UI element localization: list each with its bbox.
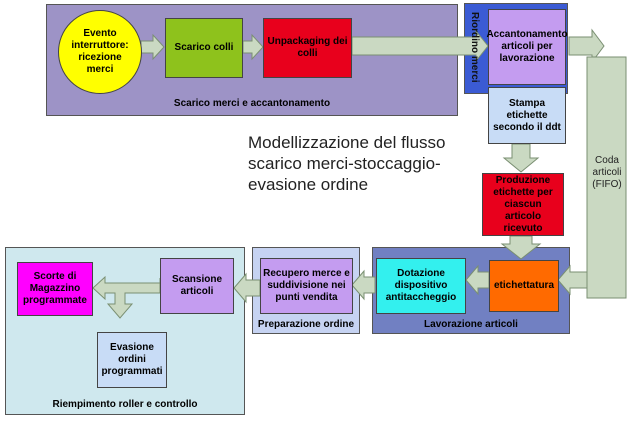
arrow-labelling-antitheft [465,264,490,296]
arrow-antitheft-recovery [351,269,376,301]
recovery-node: Recupero merce e suddivisione nei punti … [260,258,353,314]
antitheft-node: Dotazione dispositivo antitaccheggio [376,258,466,314]
storage-node-label: Accantonamento articoli per lavorazione [486,29,568,64]
stock-node: Scorte di Magazzino programmate [17,262,93,316]
unpack-node-label: Unpackaging dei colli [267,36,348,59]
dispatch-node-label: Evasione ordini programmati [101,342,163,377]
reorder-panel-label: Riordino merci [469,12,480,83]
unload-node-label: Scarico colli [174,42,234,53]
stock-node-label: Scorte di Magazzino programmate [23,271,87,306]
unloading-panel-label: Scarico merci e accantonamento [173,98,331,109]
arrow-unpack-reorder [351,29,489,63]
scan-node: Scansione articoli [160,258,234,314]
diagram-title: Modellizzazione del flusso scarico merci… [248,133,446,194]
queue-node-label: Coda articoli (FIFO) [592,155,622,190]
preparation-panel-label: Preparazione ordine [257,319,355,330]
print-labels-node-label: Stampa etichette secondo il ddt [493,97,561,133]
unload-node: Scarico colli [165,18,243,78]
arrow-queue-labelling [557,264,588,296]
produce-labels-node-label: Produzione etichette per ciascun articol… [493,174,553,234]
dispatch-node: Evasione ordini programmati [97,332,167,388]
arrow-storage-queue [568,28,605,64]
antitheft-node-label: Dotazione dispositivo antitaccheggio [385,268,457,303]
event-node-label: Evento interruttore: ricezione merci [71,28,129,75]
arrow-recovery-scan [233,272,261,304]
arrow-produce-labelling [500,235,542,260]
arrow-unload-unpack [242,33,264,61]
filling-panel-label: Riempimento roller e controllo [52,399,198,410]
arrow-scan-split [92,275,161,319]
labelling-node-label: etichettatura [493,280,554,291]
unpack-node: Unpackaging dei colli [263,18,352,78]
arrow-print-produce [502,143,540,173]
produce-labels-node: Produzione etichette per ciascun articol… [482,173,564,236]
recovery-node-label: Recupero merce e suddivisione nei punti … [263,268,350,303]
print-labels-node: Stampa etichette secondo il ddt [488,87,566,144]
scan-node-label: Scansione articoli [171,274,223,297]
arrow-event-unload [140,33,165,61]
queue-column [586,56,627,299]
labelling-node: etichettatura [489,260,559,312]
event-node: Evento interruttore: ricezione merci [58,10,142,94]
processing-panel-label: Lavorazione articoli [424,319,518,330]
storage-node: Accantonamento articoli per lavorazione [486,9,568,85]
